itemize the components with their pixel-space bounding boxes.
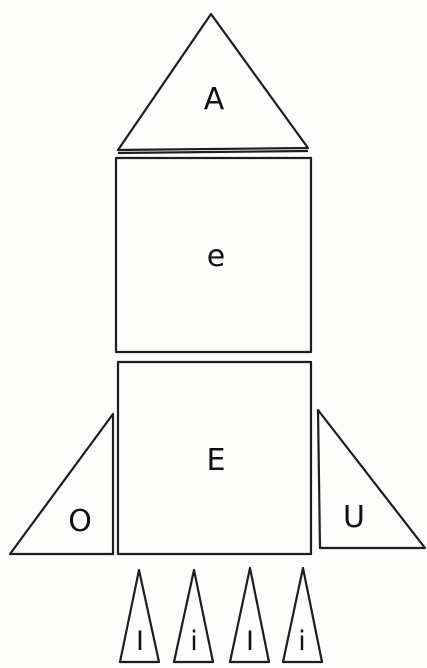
flame-4: i — [283, 568, 322, 662]
flame-3: I — [230, 568, 269, 662]
flame-2: i — [174, 570, 213, 662]
right-fin-shape — [318, 410, 425, 548]
lower-body-label: E — [207, 443, 226, 478]
exhaust-flames: I i I i — [120, 568, 322, 662]
flame-1: I — [120, 570, 159, 662]
left-fin: O — [10, 414, 113, 554]
right-fin-label: U — [343, 500, 365, 535]
right-fin: U — [318, 410, 425, 548]
upper-body: e — [116, 158, 311, 352]
nose-cone-base-line — [118, 151, 308, 153]
nose-cone-label: A — [204, 82, 225, 117]
flame-3-label: I — [246, 626, 254, 657]
flame-1-label: I — [136, 626, 144, 657]
nose-cone: A — [118, 14, 308, 153]
upper-body-label: e — [207, 239, 225, 274]
left-fin-label: O — [68, 504, 92, 539]
flame-2-label: i — [190, 626, 198, 657]
left-fin-shape — [10, 414, 113, 554]
flame-4-label: i — [298, 626, 306, 657]
lower-body: E — [118, 362, 311, 554]
